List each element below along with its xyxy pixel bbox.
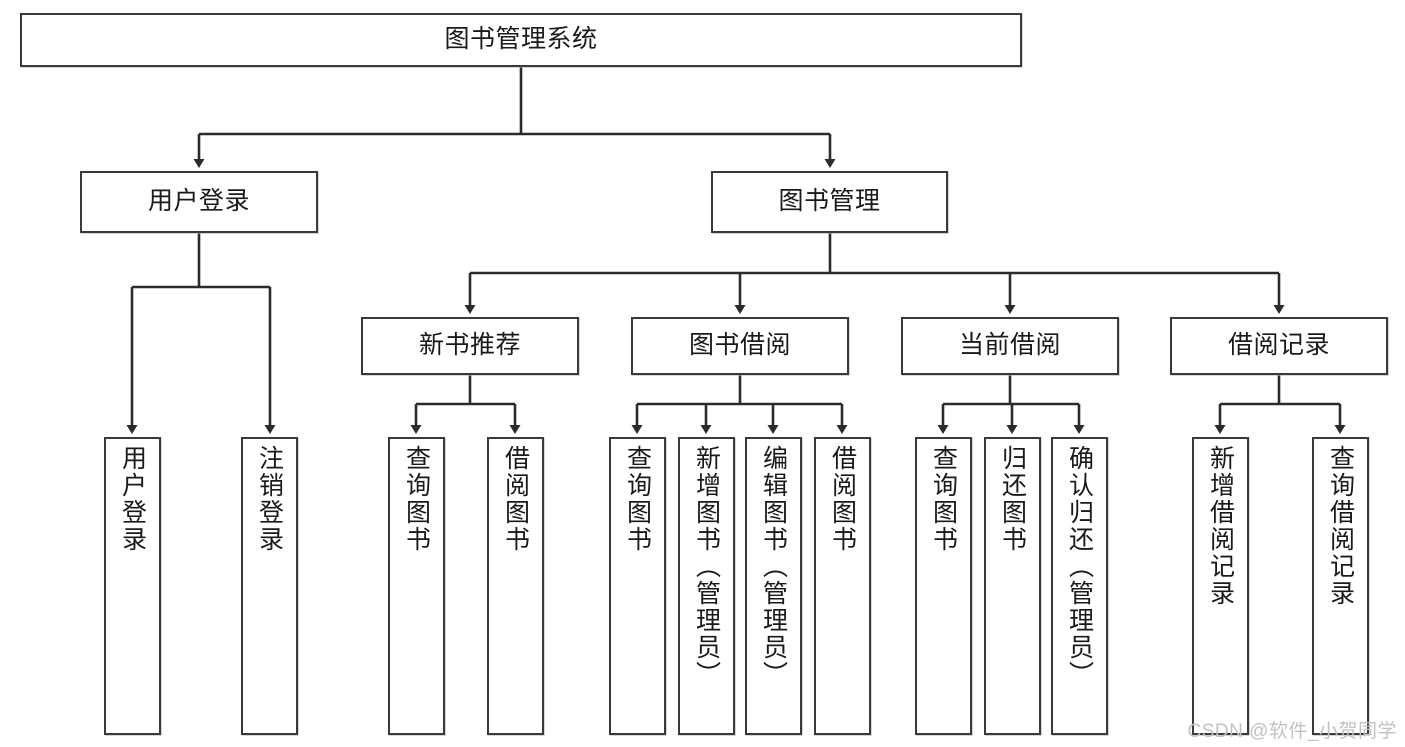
node-leaf-edit-book[interactable]: 编辑图书（管理员） [745,437,802,735]
node-new-book-recommend[interactable]: 新书推荐 [361,317,579,375]
node-leaf-add-record-label: 新增借阅记录 [1206,445,1235,607]
node-current-borrow[interactable]: 当前借阅 [901,317,1119,375]
node-book-borrow-label: 图书借阅 [688,331,791,360]
node-leaf-logout[interactable]: 注销登录 [241,437,298,735]
node-leaf-add-book[interactable]: 新增图书（管理员） [678,437,735,735]
node-leaf-add-record[interactable]: 新增借阅记录 [1192,437,1249,735]
node-leaf-confirm-return[interactable]: 确认归还（管理员） [1051,437,1108,735]
node-leaf-query-book-1[interactable]: 查询图书 [388,437,445,735]
node-leaf-borrow-book-1[interactable]: 借阅图书 [487,437,544,735]
node-book-manage[interactable]: 图书管理 [711,171,948,233]
node-current-borrow-label: 当前借阅 [958,331,1061,360]
node-leaf-return-book[interactable]: 归还图书 [984,437,1041,735]
node-leaf-query-book-3[interactable]: 查询图书 [915,437,972,735]
node-leaf-query-record-label: 查询借阅记录 [1326,445,1355,607]
node-leaf-logout-label: 注销登录 [255,445,284,553]
node-leaf-query-book-2[interactable]: 查询图书 [609,437,666,735]
node-leaf-user-login[interactable]: 用户登录 [104,437,161,735]
node-leaf-borrow-book-2[interactable]: 借阅图书 [814,437,871,735]
node-new-book-recommend-label: 新书推荐 [418,331,521,360]
node-user-login[interactable]: 用户登录 [80,171,318,233]
node-book-borrow[interactable]: 图书借阅 [631,317,849,375]
watermark-text: CSDN @软件_小贺同学 [1187,721,1397,742]
node-leaf-borrow-book-2-label: 借阅图书 [828,445,857,553]
node-leaf-query-book-3-label: 查询图书 [929,445,958,553]
node-leaf-borrow-book-1-label: 借阅图书 [501,445,530,553]
node-leaf-edit-book-label: 编辑图书（管理员） [759,445,788,688]
node-root[interactable]: 图书管理系统 [20,13,1022,67]
node-user-login-label: 用户登录 [147,187,250,216]
node-leaf-query-record[interactable]: 查询借阅记录 [1312,437,1369,735]
node-leaf-confirm-return-label: 确认归还（管理员） [1065,445,1094,688]
node-borrow-record-label: 借阅记录 [1227,331,1330,360]
node-leaf-user-login-label: 用户登录 [118,445,147,553]
node-book-manage-label: 图书管理 [778,187,881,216]
node-borrow-record[interactable]: 借阅记录 [1170,317,1388,375]
node-leaf-query-book-1-label: 查询图书 [402,445,431,553]
node-root-label: 图书管理系统 [444,25,598,54]
node-leaf-query-book-2-label: 查询图书 [623,445,652,553]
node-leaf-add-book-label: 新增图书（管理员） [692,445,721,688]
node-leaf-return-book-label: 归还图书 [998,445,1027,553]
